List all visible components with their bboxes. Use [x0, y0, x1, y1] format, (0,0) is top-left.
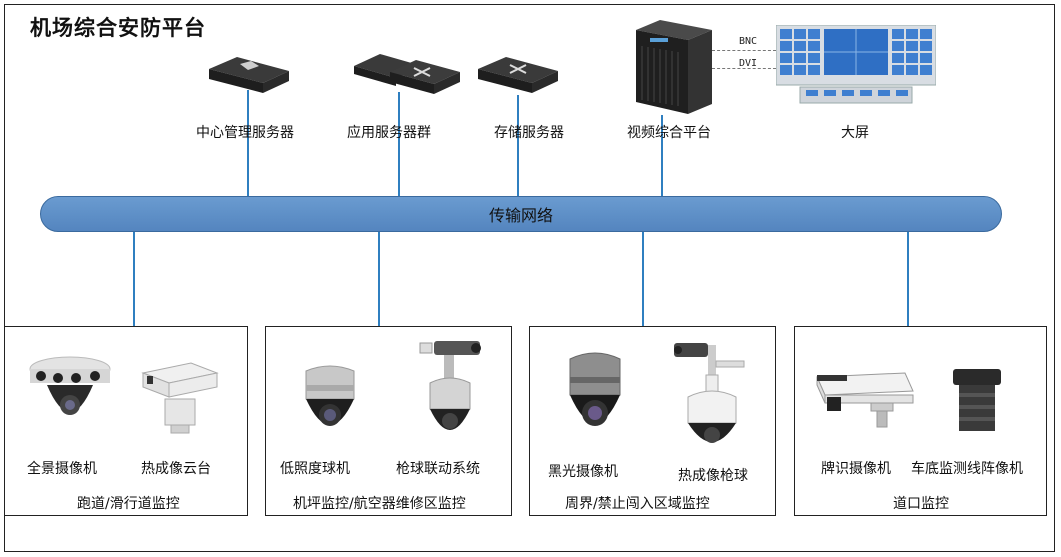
connector-video-platform: [661, 115, 663, 197]
device-label: 全景摄像机: [27, 461, 97, 477]
panel-runway: 全景摄像机 热成像云台 跑道/滑行道监控: [4, 326, 248, 516]
storage-server-label: 存储服务器: [494, 125, 564, 141]
panel-road-gate: 牌识摄像机 车底监测线阵像机 道口监控: [794, 326, 1047, 516]
device-label: 黑光摄像机: [548, 464, 618, 480]
device-label: 热成像云台: [141, 461, 211, 477]
connector-center-server: [247, 90, 249, 197]
panel-caption: 跑道/滑行道监控: [77, 496, 180, 512]
blacklight-camera-icon: [569, 352, 621, 426]
video-wall-label: 大屏: [841, 125, 869, 141]
center-server-label: 中心管理服务器: [196, 125, 294, 141]
panel-caption: 道口监控: [893, 496, 949, 512]
gun-dome-linkage-icon: [419, 341, 481, 430]
dvi-label: DVI: [739, 58, 758, 69]
device-label: 车底监测线阵像机: [911, 461, 1023, 477]
connector-panel-3: [642, 231, 644, 327]
bnc-label: BNC: [739, 36, 758, 47]
panel-caption: 周界/禁止闯入区域监控: [565, 496, 710, 512]
diagram-frame: [4, 4, 1055, 552]
panel-perimeter: 黑光摄像机 热成像枪球 周界/禁止闯入区域监控: [529, 326, 776, 516]
device-label: 枪球联动系统: [396, 461, 480, 477]
low-light-dome-icon: [305, 365, 355, 426]
thermal-gun-dome-icon: [674, 343, 745, 443]
lpr-camera-icon: [816, 372, 914, 428]
thermal-ptz-icon: [141, 362, 219, 434]
connector-panel-1: [133, 231, 135, 327]
transmission-network-bus: 传输网络: [40, 196, 1002, 232]
app-servers-icon: [354, 54, 460, 94]
app-servers-label: 应用服务器群: [347, 125, 431, 141]
video-platform-icon: [636, 20, 712, 114]
device-label: 热成像枪球: [678, 468, 748, 484]
panel-apron: 低照度球机 枪球联动系统 机坪监控/航空器维修区监控: [265, 326, 512, 516]
connector-storage-server: [517, 95, 519, 197]
center-server-icon: [209, 57, 289, 93]
transmission-network-label: 传输网络: [488, 206, 553, 225]
diagram-title: 机场综合安防平台: [30, 16, 206, 40]
dvi-link: [712, 68, 776, 69]
bnc-link: [712, 50, 776, 51]
storage-server-icon: [478, 57, 558, 93]
connector-panel-2: [378, 231, 380, 327]
line-scan-camera-icon: [953, 369, 1001, 431]
connector-panel-4: [907, 231, 909, 327]
video-platform-label: 视频综合平台: [627, 125, 711, 141]
device-label: 低照度球机: [280, 461, 350, 477]
panoramic-camera-icon: [29, 356, 111, 415]
connector-app-servers: [398, 92, 400, 197]
video-wall-icon: [776, 25, 936, 104]
device-label: 牌识摄像机: [821, 461, 891, 477]
panel-caption: 机坪监控/航空器维修区监控: [293, 496, 466, 512]
